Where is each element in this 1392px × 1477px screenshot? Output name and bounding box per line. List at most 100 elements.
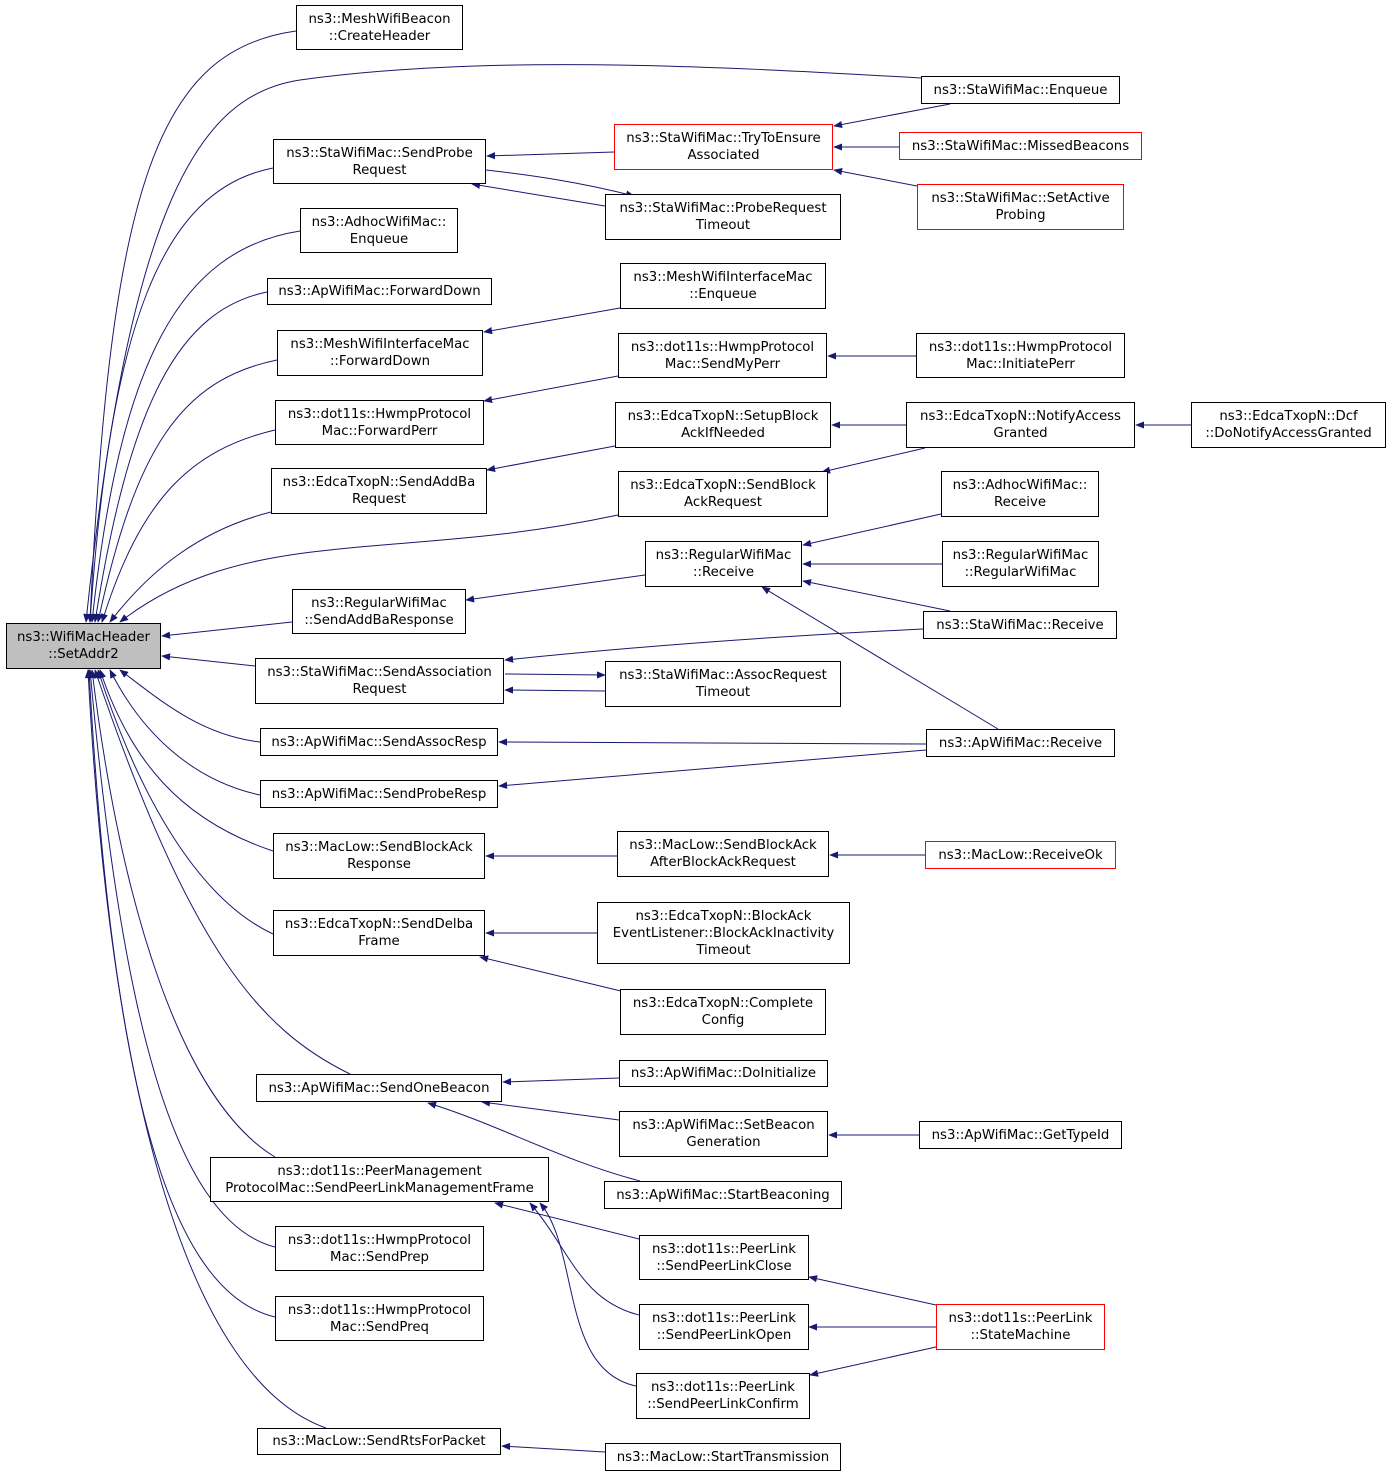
edge-ap_sar-to-root	[119, 669, 261, 743]
node-ap_sar[interactable]: ns3::ApWifiMac::SendAssocResp	[260, 728, 498, 756]
edge-sta_recv-to-sta_sar	[504, 628, 924, 663]
node-reg_rwm[interactable]: ns3::RegularWifiMac::RegularWifiMac	[942, 541, 1099, 587]
node-label-line: ns3::EdcaTxopN::Complete	[632, 996, 814, 1011]
node-label-line: Mac::SendPrep	[330, 1249, 429, 1265]
node-mwim_fd[interactable]: ns3::MeshWifiInterfaceMac::ForwardDown	[277, 330, 483, 376]
node-pl_splcf[interactable]: ns3::dot11s::PeerLink::SendPeerLinkConfi…	[636, 1373, 810, 1419]
edge-mwim_enq-to-mwim_fd	[483, 307, 621, 335]
node-sta_enq[interactable]: ns3::StaWifiMac::Enqueue	[921, 76, 1120, 104]
edge-ap_recv-to-ap_sar	[498, 738, 927, 746]
node-label-line: ns3::EdcaTxopN::BlockAck	[635, 908, 812, 924]
node-label-line: Mac::ForwardPerr	[321, 423, 438, 439]
node-pl_sm[interactable]: ns3::dot11s::PeerLink::StateMachine	[936, 1304, 1105, 1350]
node-label-line: ns3::dot11s::HwmpProtocol	[928, 339, 1113, 355]
edge-pl_splc-to-pmp_splmf	[494, 1201, 640, 1240]
edge-pl_splo-to-pmp_splmf	[529, 1202, 640, 1316]
node-ap_gti[interactable]: ns3::ApWifiMac::GetTypeId	[919, 1121, 1122, 1149]
node-label-line: AckIfNeeded	[681, 426, 765, 441]
edge-hwmp_spreq-to-root	[85, 669, 276, 1318]
edge-sta_spr-to-root	[86, 167, 274, 623]
edge-pl_sm-to-pl_splcf	[809, 1346, 937, 1377]
edge-sta_tte-to-sta_spr	[486, 151, 615, 160]
edge-hwmp_smp-to-hwmp_fp	[483, 375, 619, 404]
edge-ml_st-to-ml_srfp	[501, 1442, 606, 1453]
node-pl_splo[interactable]: ns3::dot11s::PeerLink::SendPeerLinkOpen	[639, 1304, 809, 1350]
edge-ap_spr-to-root	[109, 669, 261, 796]
node-label-line: ns3::dot11s::PeerLink	[651, 1380, 795, 1395]
node-label-line: ::Receive	[692, 565, 755, 580]
node-label-line: ::SetAddr2	[48, 647, 119, 662]
edge-pl_splcf-to-pmp_splmf	[539, 1202, 637, 1387]
node-label-line: ns3::MacLow::SendBlockAck	[285, 840, 473, 855]
node-label-line: Probing	[995, 208, 1046, 223]
node-sta_recv[interactable]: ns3::StaWifiMac::Receive	[923, 611, 1117, 639]
node-mwim_enq[interactable]: ns3::MeshWifiInterfaceMac::Enqueue	[620, 263, 826, 309]
node-ap_doi[interactable]: ns3::ApWifiMac::DoInitialize	[619, 1060, 828, 1087]
node-ap_sob[interactable]: ns3::ApWifiMac::SendOneBeacon	[256, 1074, 502, 1102]
edge-ap_fd-to-root	[92, 291, 268, 623]
node-ap_spr[interactable]: ns3::ApWifiMac::SendProbeResp	[260, 780, 498, 808]
node-label-line: ns3::StaWifiMac::Enqueue	[933, 82, 1108, 98]
node-label-line: ns3::ApWifiMac::SendAssocResp	[271, 734, 487, 750]
node-label-line: ns3::RegularWifiMac	[655, 548, 792, 563]
node-label-line: Request	[352, 682, 407, 697]
node-label-line: ns3::ApWifiMac::ForwardDown	[278, 284, 481, 299]
node-ml_st[interactable]: ns3::MacLow::StartTransmission	[605, 1443, 841, 1471]
node-mwb_ch[interactable]: ns3::MeshWifiBeacon::CreateHeader	[296, 5, 463, 50]
node-label-line: ns3::ApWifiMac::DoInitialize	[630, 1066, 817, 1081]
node-label-line: ns3::dot11s::HwmpProtocol	[287, 1302, 472, 1318]
edge-edca_saba-to-root	[109, 511, 272, 623]
node-label-line: ns3::EdcaTxopN::SendAddBa	[282, 475, 476, 490]
node-label-line: Mac::SendMyPerr	[664, 356, 781, 372]
node-ap_sb[interactable]: ns3::ApWifiMac::StartBeaconing	[604, 1181, 842, 1209]
node-label-line: ProtocolMac::SendPeerLinkManagementFrame	[225, 1180, 534, 1196]
node-adhoc_recv[interactable]: ns3::AdhocWifiMac::Receive	[941, 471, 1099, 517]
node-label-line: ns3::dot11s::PeerManagement	[277, 1163, 482, 1179]
node-label-line: ns3::StaWifiMac::MissedBeacons	[911, 138, 1130, 154]
node-reg_recv[interactable]: ns3::RegularWifiMac::Receive	[645, 541, 802, 587]
node-ap_fd[interactable]: ns3::ApWifiMac::ForwardDown	[267, 278, 492, 305]
edge-mwim_fd-to-root	[96, 359, 278, 623]
node-ap_recv[interactable]: ns3::ApWifiMac::Receive	[926, 729, 1115, 757]
node-label-line: ns3::EdcaTxopN::NotifyAccess	[920, 409, 1121, 424]
node-label-line: ns3::ApWifiMac::GetTypeId	[931, 1127, 1110, 1143]
node-label-line: ns3::WifiMacHeader	[16, 630, 151, 645]
node-label-line: ns3::dot11s::PeerLink	[948, 1311, 1093, 1326]
node-label-line: AfterBlockAckRequest	[650, 855, 796, 870]
node-edca_dcf[interactable]: ns3::EdcaTxopN::Dcf::DoNotifyAccessGrant…	[1191, 402, 1386, 448]
node-label-line: ns3::StaWifiMac::SetActive	[931, 191, 1110, 206]
node-pl_splc[interactable]: ns3::dot11s::PeerLink::SendPeerLinkClose	[639, 1235, 809, 1280]
node-sta_mb[interactable]: ns3::StaWifiMac::MissedBeacons	[899, 132, 1142, 160]
node-adhoc_enq[interactable]: ns3::AdhocWifiMac::Enqueue	[300, 208, 458, 253]
node-label-line: ns3::ApWifiMac::SendOneBeacon	[268, 1080, 490, 1096]
node-label-line: ns3::dot11s::HwmpProtocol	[630, 339, 815, 355]
node-reg_saba[interactable]: ns3::RegularWifiMac::SendAddBaResponse	[292, 589, 466, 634]
node-ml_srfp[interactable]: ns3::MacLow::SendRtsForPacket	[257, 1428, 501, 1455]
node-label-line: ns3::AdhocWifiMac::	[311, 214, 447, 230]
edge-sta_sap-to-sta_tte	[833, 167, 918, 187]
node-ml_rok[interactable]: ns3::MacLow::ReceiveOk	[925, 841, 1116, 869]
